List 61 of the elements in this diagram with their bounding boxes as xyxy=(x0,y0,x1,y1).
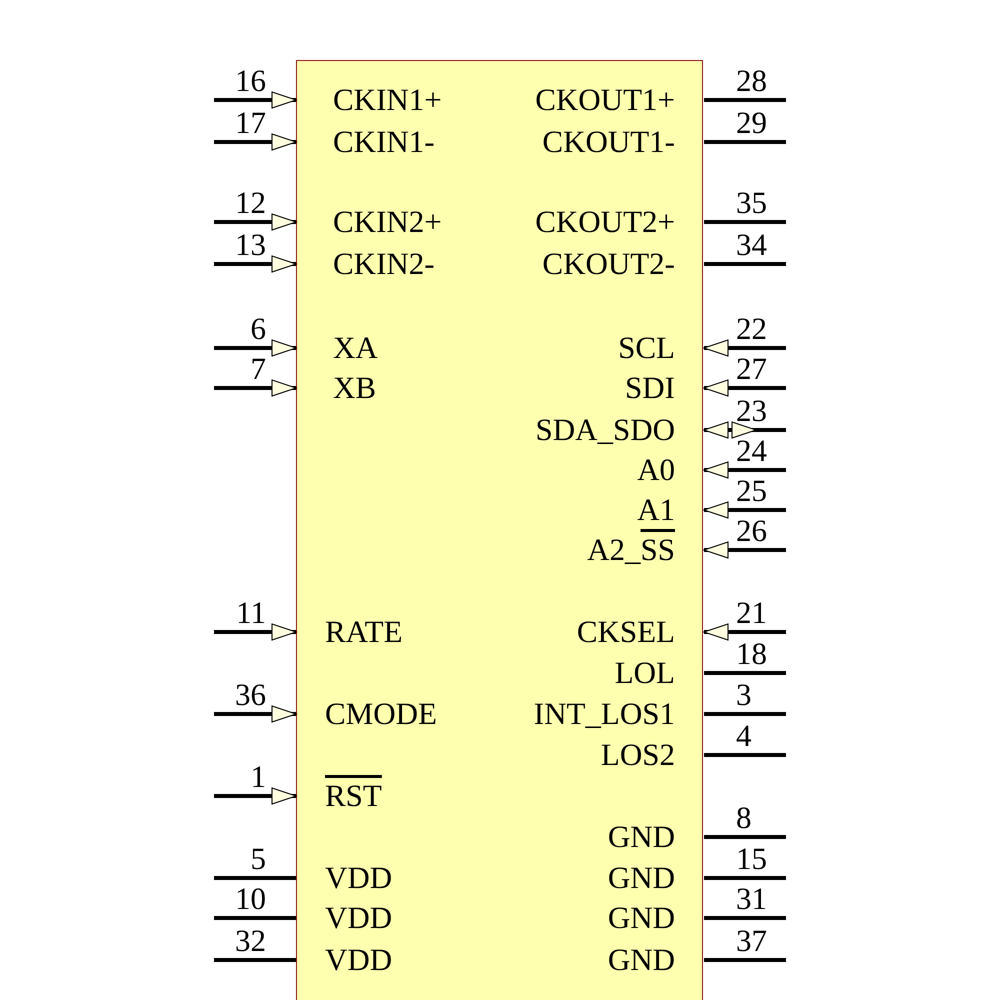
pin-number: 22 xyxy=(736,312,767,346)
pin-number: 1 xyxy=(250,760,266,794)
pin-name: VDD xyxy=(325,861,392,895)
pin-number: 3 xyxy=(736,678,752,712)
pin-number: 34 xyxy=(736,228,767,262)
pin-name: INT_LOS1 xyxy=(534,697,675,731)
pin-name: SDA_SDO xyxy=(535,413,675,447)
pin-name: CKOUT2- xyxy=(542,247,675,281)
pin-name: LOL xyxy=(614,656,675,690)
pin-name: GND xyxy=(608,901,675,935)
pin-name: XA xyxy=(333,331,378,365)
pin-number: 32 xyxy=(235,924,266,958)
pin-name: GND xyxy=(608,943,675,977)
pin-number: 35 xyxy=(736,186,767,220)
pin-number: 26 xyxy=(736,514,767,548)
chip-body xyxy=(296,60,703,1000)
pin-name: CKSEL xyxy=(576,615,675,649)
pin-number: 16 xyxy=(235,64,266,98)
pin-name: VDD xyxy=(325,943,392,977)
pin-name: A0 xyxy=(637,453,675,487)
pin-number: 4 xyxy=(736,719,752,753)
pin-number: 25 xyxy=(736,474,767,508)
pin-number: 7 xyxy=(250,352,266,386)
pin-number: 5 xyxy=(250,842,266,876)
pin-number: 17 xyxy=(235,106,266,140)
pin-number: 8 xyxy=(736,801,752,835)
pin-name: A2_SS xyxy=(587,533,675,567)
pin-number: 15 xyxy=(736,842,767,876)
pin-name: GND xyxy=(608,861,675,895)
pin-name: SCL xyxy=(618,331,675,365)
pin-name: CKOUT2+ xyxy=(535,205,675,239)
pin-number: 27 xyxy=(736,352,767,386)
pin-name: CKIN2+ xyxy=(333,205,442,239)
pin-number: 28 xyxy=(736,64,767,98)
pin-name: VDD xyxy=(325,901,392,935)
pin-name: CKIN2- xyxy=(333,247,435,281)
pin-name: GND xyxy=(608,820,675,854)
pin-number: 12 xyxy=(235,186,266,220)
pin-number: 24 xyxy=(736,434,767,468)
pin-name: RATE xyxy=(325,615,402,649)
pin-number: 21 xyxy=(736,596,767,630)
pin-name: CKIN1- xyxy=(333,125,435,159)
pin-name: LOS2 xyxy=(600,738,675,772)
pin-name: XB xyxy=(333,371,376,405)
pin-number: 13 xyxy=(235,228,266,262)
pin-name: A1 xyxy=(637,493,675,527)
pin-number: 37 xyxy=(736,924,767,958)
pin-number: 18 xyxy=(736,637,767,671)
pin-name: CMODE xyxy=(325,697,437,731)
pin-number: 29 xyxy=(736,106,767,140)
pin-number: 36 xyxy=(235,678,266,712)
pin-name: CKOUT1- xyxy=(542,125,675,159)
pin-name: CKOUT1+ xyxy=(535,83,675,117)
pin-number: 6 xyxy=(250,312,266,346)
pin-name: SDI xyxy=(625,371,675,405)
pin-name: RST xyxy=(325,779,382,813)
pin-number: 31 xyxy=(736,882,767,916)
pin-number: 23 xyxy=(736,394,767,428)
pin-number: 11 xyxy=(236,596,266,630)
pin-number: 10 xyxy=(235,882,266,916)
pin-name: CKIN1+ xyxy=(333,83,442,117)
